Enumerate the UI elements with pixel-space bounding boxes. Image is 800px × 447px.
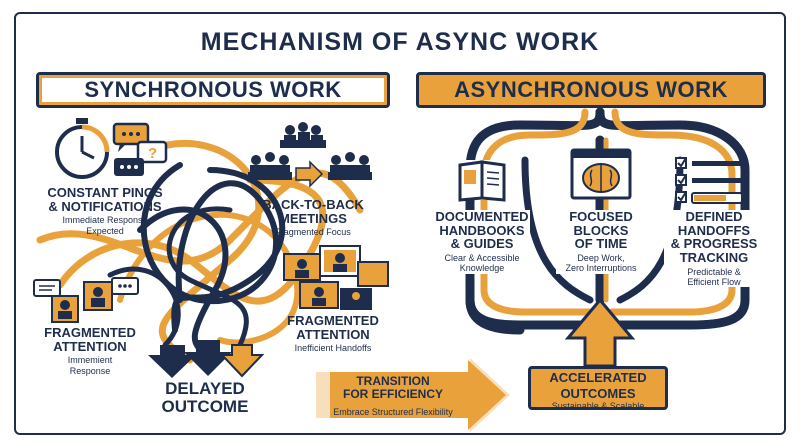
handoffs-sub-1: Predictable & (687, 266, 741, 277)
outcome-arrow (564, 297, 636, 368)
doc-title-1: DOCUMENTED (435, 209, 529, 224)
focused-sub-2: Zero Interruptions (565, 263, 637, 274)
frag-right-title-1: FRAGMENTED (287, 313, 379, 328)
chat-person-icon (33, 277, 139, 323)
chat-bubble-icon: ? (112, 122, 168, 176)
delayed-line-1: DELAYED (165, 379, 245, 398)
frag-right-sub: Inefficient Handoffs (294, 343, 372, 354)
pings-label: CONSTANT PINGS & NOTIFICATIONS Immediate… (40, 186, 170, 236)
doc-title-2: HANDBOOKS (439, 222, 525, 238)
doc-title-3: & GUIDES (450, 236, 514, 252)
book-icon (454, 160, 510, 202)
page-title: MECHANISM OF ASYNC WORK (200, 28, 600, 56)
transition-arrow (316, 358, 510, 432)
outcome-line-2: OUTCOMES (560, 385, 636, 401)
frag-left-sub-1: Immemient (67, 355, 113, 366)
frag-left-sub-2: Response (69, 365, 111, 376)
pings-sub-2: Expected (86, 225, 124, 236)
brain-icon (570, 148, 632, 200)
transition-sub: Embrace Structured Flexibility (333, 407, 453, 417)
meetings-title-2: MEETINGS (279, 210, 347, 226)
doc-sub-1: Clear & Accessible (444, 252, 520, 263)
transition-line-1: TRANSITION (356, 374, 430, 388)
handoffs-sub-2: Efficient Flow (687, 276, 741, 287)
focused-title-1: FOCUSED (569, 209, 633, 224)
handoffs-title-4: TRACKING (679, 249, 749, 265)
delayed-line-2: OUTCOME (161, 396, 249, 416)
handoffs-title-2: HANDOFFS (677, 222, 751, 238)
handoffs-title-3: & PROGRESS (670, 236, 758, 252)
delayed-outcome-label: DELAYED OUTCOME (140, 380, 270, 416)
outcome-sub: Sustainable & Scalable (551, 401, 645, 412)
clock-icon (55, 118, 110, 179)
focused-title-3: OF TIME (574, 236, 628, 252)
checklist-icon (675, 157, 743, 204)
async-banner: ASYNCHRONOUS WORK (416, 72, 766, 108)
focused-label: FOCUSED BLOCKS OF TIME Deep Work, Zero I… (556, 210, 646, 274)
frag-right-title-2: ATTENTION (296, 326, 370, 342)
svg-text:?: ? (148, 145, 157, 162)
meetings-sub: Fragmented Focus (275, 227, 351, 238)
tangled-lines (36, 140, 364, 364)
transition-title: TRANSITION FOR EFFICIENCY (318, 374, 468, 402)
frag-left-title-1: FRAGMENTED (44, 325, 136, 340)
transition-label: TRANSITION FOR EFFICIENCY Embrace Struct… (318, 373, 494, 419)
sync-banner: SYNCHRONOUS WORK (36, 72, 390, 108)
outer-frame (14, 12, 786, 435)
pings-title-2: & NOTIFICATIONS (48, 198, 162, 214)
handoffs-label: DEFINED HANDOFFS & PROGRESS TRACKING Pre… (664, 209, 764, 288)
handoffs-title-1: DEFINED (685, 209, 743, 224)
pings-sub-1: Immediate Response (62, 215, 148, 226)
accelerated-outcomes-box: ACCELERATED OUTCOMES Sustainable & Scala… (528, 366, 668, 412)
fragmented-right-label: FRAGMENTED ATTENTION Inefficient Handoff… (278, 314, 388, 354)
doc-sub-2: Knowledge (459, 263, 505, 274)
fragmented-left-label: FRAGMENTED ATTENTION Immemient Response (40, 326, 140, 376)
transition-line-2: FOR EFFICIENCY (342, 387, 443, 402)
documented-label: DOCUMENTED HANDBOOKS & GUIDES Clear & Ac… (434, 210, 530, 274)
focused-sub-1: Deep Work, (577, 252, 625, 263)
video-call-icon (283, 245, 389, 310)
delayed-arrows (148, 340, 265, 378)
focused-title-2: BLOCKS (573, 222, 629, 238)
meetings-label: BACK-TO-BACK MEETINGS Fragmented Focus (258, 198, 368, 238)
meeting-icon (248, 122, 372, 188)
pings-title-1: CONSTANT PINGS (47, 185, 163, 200)
meetings-title-1: BACK-TO-BACK (262, 197, 364, 212)
frag-left-title-2: ATTENTION (53, 338, 127, 354)
outcome-line-1: ACCELERATED (549, 370, 647, 385)
